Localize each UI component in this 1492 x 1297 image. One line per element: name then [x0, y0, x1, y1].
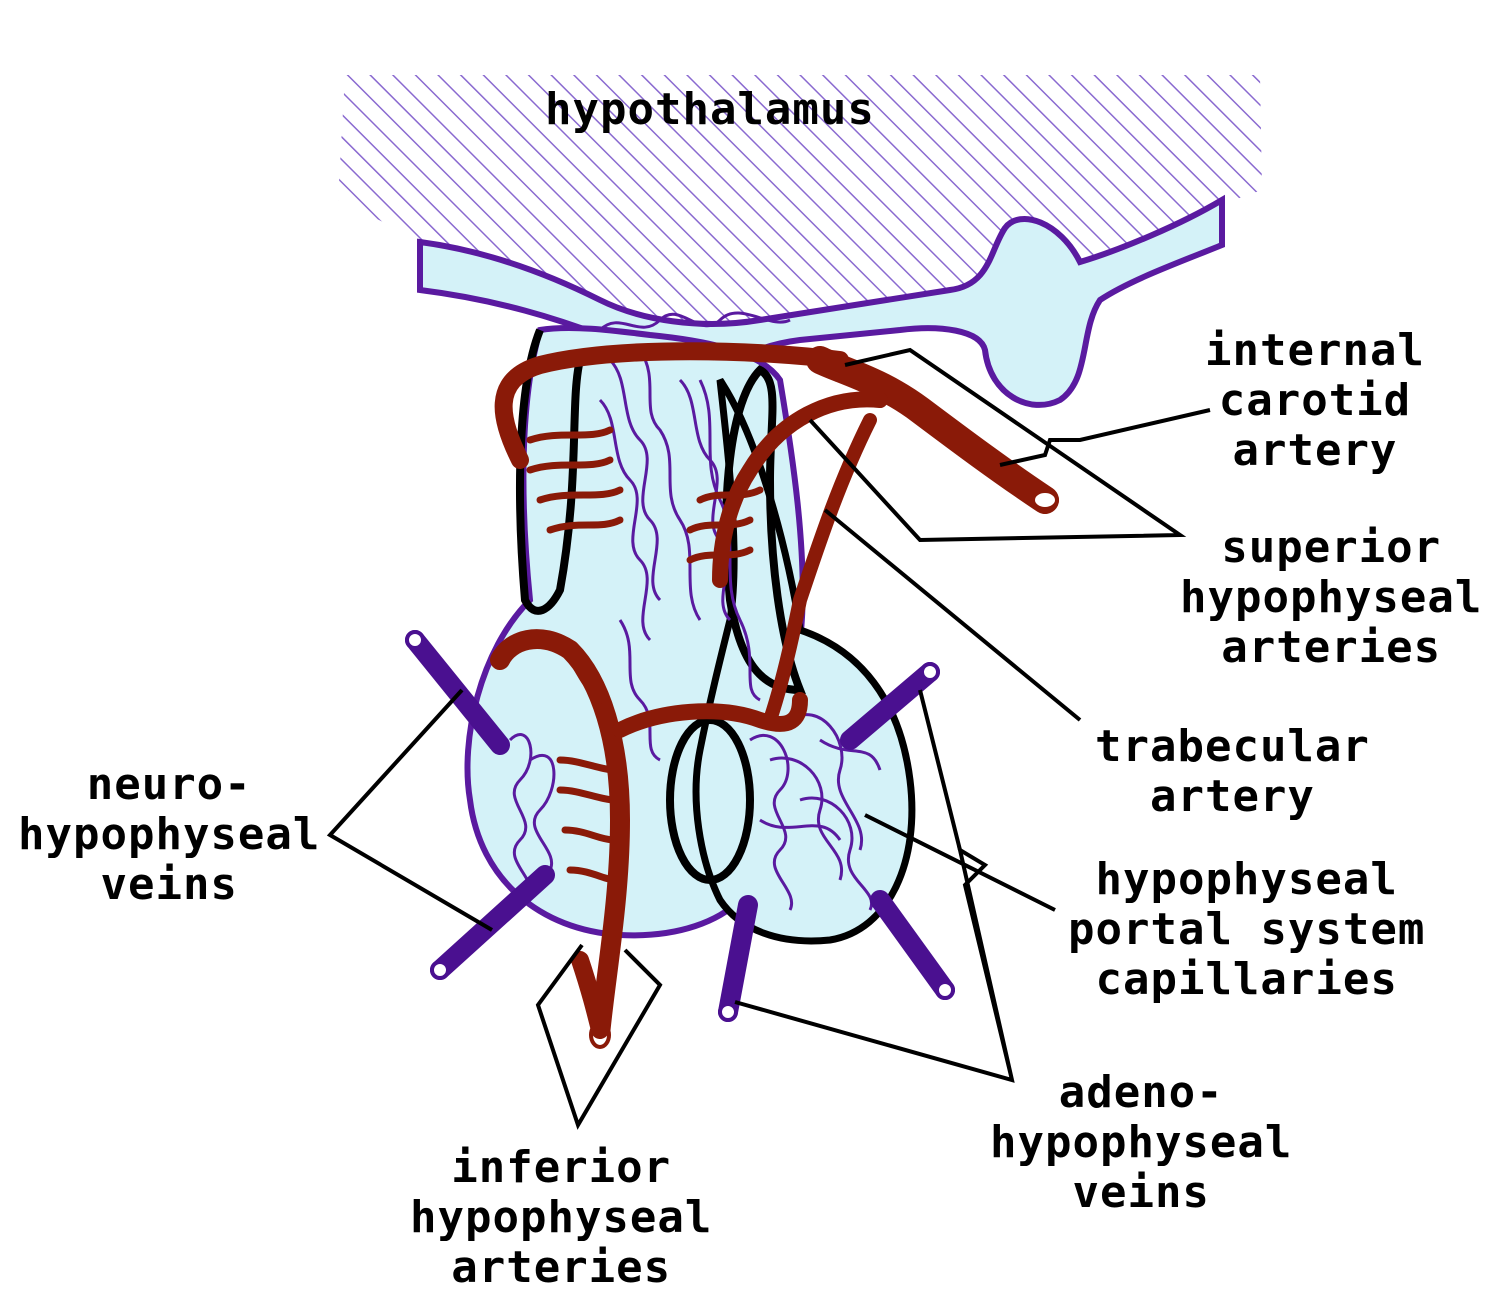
label-adenohypophyseal-veins: adeno- hypophyseal veins — [990, 1068, 1292, 1218]
label-hypophyseal-portal-capillaries: hypophyseal portal system capillaries — [1068, 855, 1425, 1005]
label-trabecular-artery: trabecular artery — [1095, 722, 1370, 822]
label-internal-carotid-artery: internal carotid artery — [1205, 326, 1425, 476]
label-inferior-hypophyseal-arteries: inferior hypophyseal arteries — [410, 1143, 712, 1293]
label-neurohypophyseal-veins: neuro- hypophyseal veins — [18, 760, 320, 910]
label-hypothalamus: hypothalamus — [545, 85, 875, 135]
label-superior-hypophyseal-arteries: superior hypophyseal arteries — [1180, 523, 1482, 673]
